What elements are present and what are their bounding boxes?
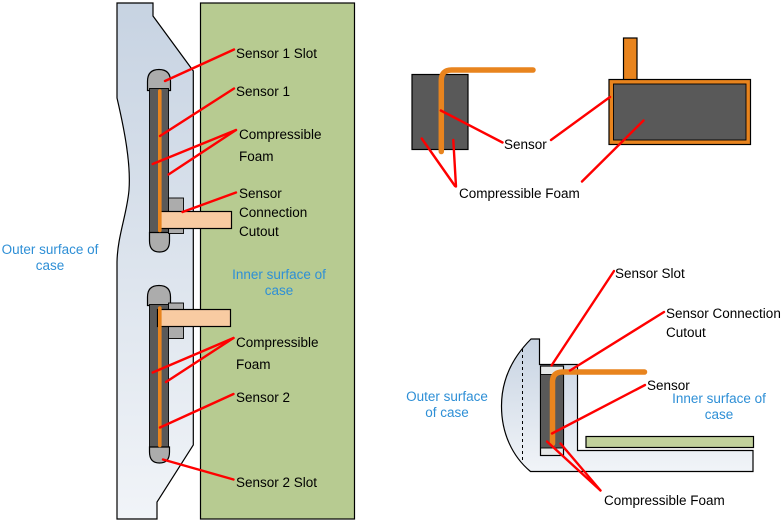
- br-inner-surface-label: Inner surface of case: [672, 391, 766, 422]
- inner-surface-panel: [199, 2, 356, 520]
- leader-foam-top-b: [167, 128, 238, 176]
- br-sensor-slot-label: Sensor Slot: [615, 266, 685, 281]
- leader-cutout-left: [181, 191, 238, 214]
- leader-sensor2: [158, 392, 235, 429]
- case-wall: [116, 2, 194, 520]
- leader-foam-bottom-b: [164, 336, 235, 384]
- leader-foam-bottom-a: [151, 336, 235, 374]
- leader-br-sensor: [550, 383, 647, 435]
- br-outer-surface-label: Outer surface of case: [406, 389, 488, 420]
- foam-bottom-label: Compressible Foam: [236, 335, 319, 372]
- sensor-2-connection-plug: [156, 308, 232, 328]
- small-sensor-wire: [438, 67, 536, 155]
- leader-tr-sensor-large: [549, 95, 612, 142]
- cutout-label: Sensor Connection Cutout: [239, 186, 308, 239]
- leader-sensor2-slot: [161, 458, 235, 481]
- sensor1-label: Sensor 1: [236, 84, 291, 99]
- corner-cross-section: [500, 338, 755, 473]
- leader-br-slot: [550, 269, 616, 367]
- sensor-1-connection-plug: [158, 210, 233, 230]
- tr-foam-label: Compressible Foam: [459, 186, 580, 201]
- sensor1-slot-label: Sensor 1 Slot: [236, 46, 318, 61]
- br-foam-label: Compressible Foam: [604, 493, 725, 508]
- sensor-2-slot-top-cap: [146, 284, 172, 307]
- br-sensor-label: Sensor: [647, 378, 690, 393]
- foam-top-label: Compressible Foam: [239, 127, 322, 164]
- leader-tr-foam-c: [580, 119, 645, 183]
- sensor2-label: Sensor 2: [236, 390, 291, 405]
- leader-sensor1-slot: [163, 48, 236, 83]
- leader-br-foam-b: [559, 442, 602, 492]
- leader-foam-top-a: [151, 128, 238, 166]
- leader-br-foam-a: [545, 440, 602, 492]
- sensor-front-views: [411, 37, 752, 155]
- corner-sensor-wire: [549, 369, 648, 447]
- leader-lines: [151, 48, 666, 492]
- sensor-1-slot-bottom-cap: [148, 231, 171, 253]
- leader-sensor1: [158, 87, 236, 138]
- leader-tr-sensor-small: [439, 109, 504, 144]
- left-case-cross-section: [116, 2, 356, 520]
- large-sensor-tab: [622, 37, 638, 82]
- br-cutout-label: Sensor Connection Cutout: [666, 306, 781, 340]
- leader-tr-foam-b: [452, 138, 458, 188]
- inner-surface-strip: [585, 435, 755, 449]
- outer-surface-label: Outer surface of case: [1, 242, 99, 273]
- leader-br-cutout: [568, 310, 666, 372]
- leader-tr-foam-a: [420, 137, 457, 188]
- tr-sensor-label: Sensor: [504, 137, 547, 152]
- large-sensor-body: [613, 83, 747, 141]
- inner-surface-label: Inner surface of case: [232, 267, 326, 298]
- sensor2-slot-label: Sensor 2 Slot: [236, 475, 318, 490]
